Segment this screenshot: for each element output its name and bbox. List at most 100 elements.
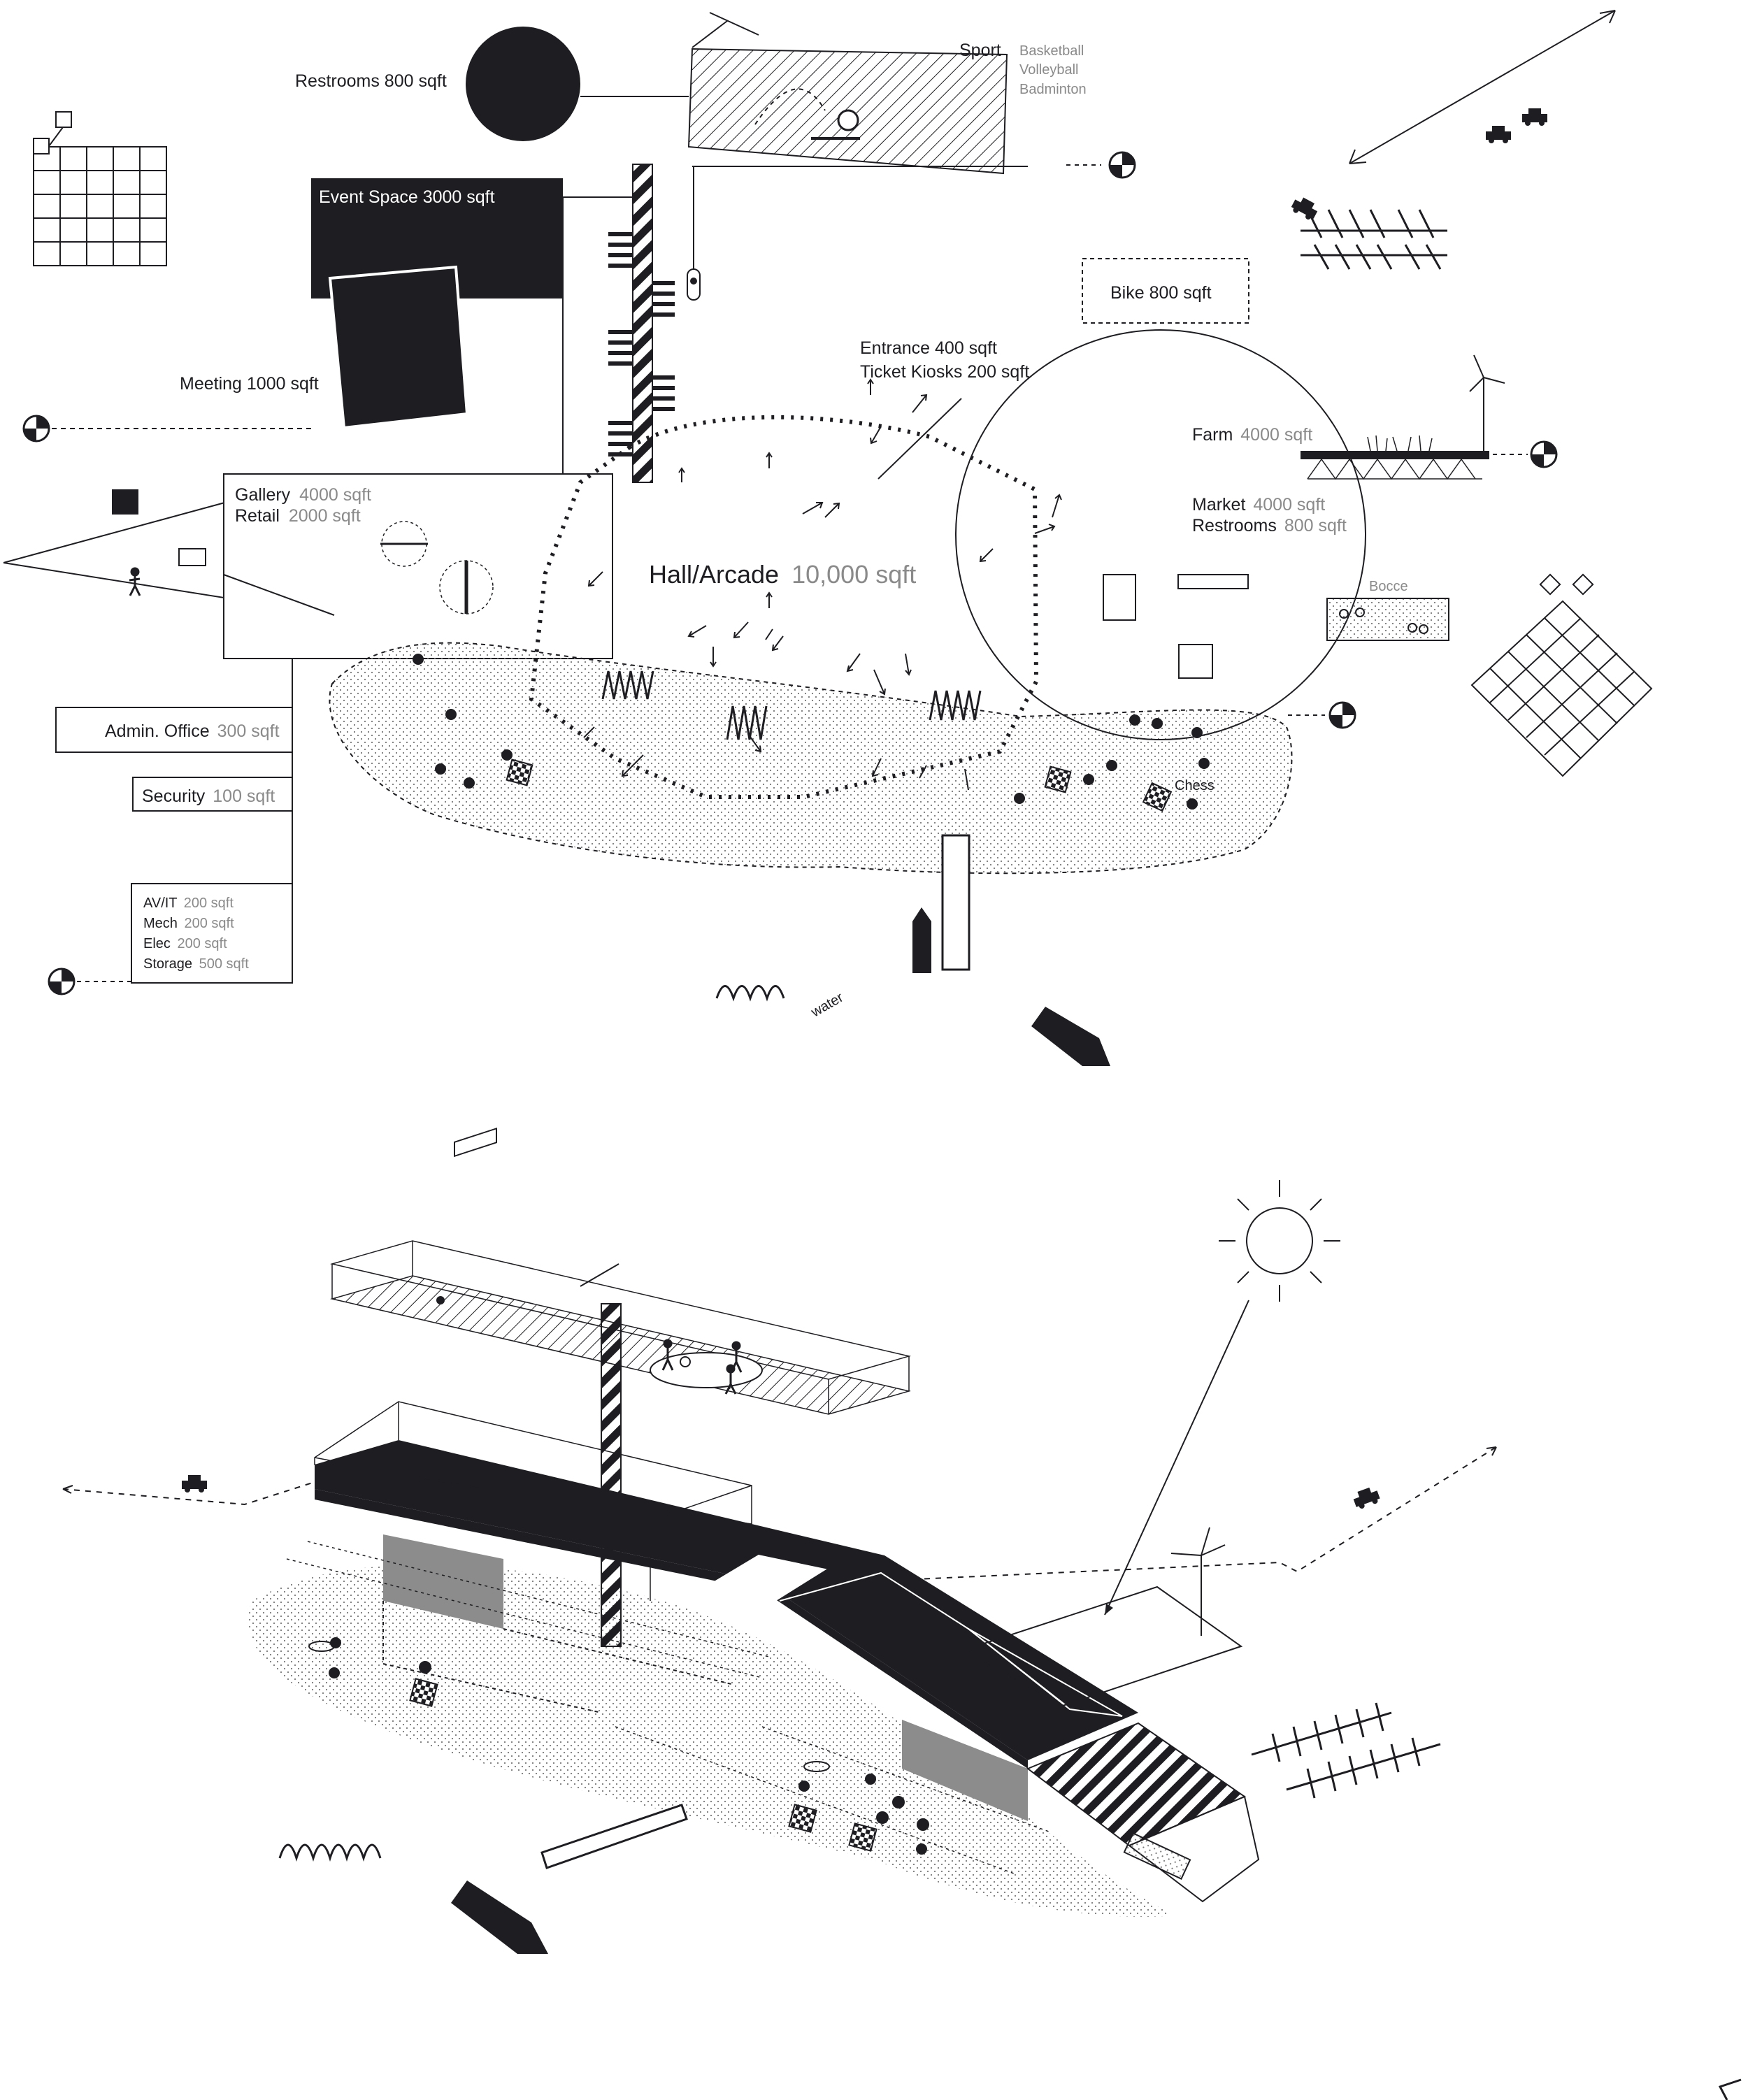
admin-area: 300 sqft xyxy=(217,721,280,741)
sport-item-badminton: Badminton xyxy=(1019,82,1087,97)
farm-name: Farm xyxy=(1192,425,1233,445)
chess-board-icon xyxy=(1044,765,1072,793)
retail-area: 2000 sqft xyxy=(289,506,361,526)
security-area: 100 sqft xyxy=(213,786,275,806)
gallery-name: Gallery xyxy=(235,485,291,505)
survey-marker-icon xyxy=(22,415,50,443)
parking-stalls xyxy=(1301,209,1447,270)
axo-undercroft xyxy=(383,1534,503,1629)
diamond-grid xyxy=(1470,573,1653,777)
market-area: 4000 sqft xyxy=(1253,495,1325,515)
survey-marker-icon xyxy=(1530,440,1558,468)
retail-name: Retail xyxy=(235,506,280,526)
market-restrooms-name: Restrooms xyxy=(1192,516,1277,535)
circulation-spine xyxy=(632,164,653,483)
farm-label: Farm 4000 sqft xyxy=(1192,425,1312,445)
service-elec-area: 200 sqft xyxy=(177,936,227,951)
admin-label: Admin. Office 300 sqft xyxy=(105,721,280,741)
meeting-label: Meeting 1000 sqft xyxy=(180,374,319,394)
axo-main-roof xyxy=(315,1440,1138,1760)
services-box xyxy=(131,883,293,984)
sport-item-volleyball: Volleyball xyxy=(1019,62,1079,78)
axo-dock-bar xyxy=(540,1804,688,1869)
program-plan: Restrooms 800 sqft Sport Basketball Voll… xyxy=(3,10,1653,1066)
chess-board-icon xyxy=(788,1804,817,1833)
plaza-ground xyxy=(329,642,1293,875)
service-elec-name: Elec xyxy=(143,936,171,951)
car-icon xyxy=(182,1475,207,1493)
gallery-label: Gallery 4000 sqft xyxy=(235,485,371,505)
ball-icon xyxy=(837,109,859,131)
gallery-area: 4000 sqft xyxy=(299,485,371,505)
admin-name: Admin. Office xyxy=(105,721,210,741)
market-restrooms-area: 800 sqft xyxy=(1284,516,1347,535)
chess-board-icon xyxy=(848,1822,877,1852)
chess-label: Chess xyxy=(1175,778,1215,793)
water-label: water xyxy=(808,990,847,1021)
wind-turbine-icon xyxy=(1469,354,1505,451)
security-name: Security xyxy=(142,786,206,806)
security-box xyxy=(132,777,293,812)
market-circle xyxy=(955,329,1366,740)
restrooms-circle xyxy=(466,27,580,141)
service-mech-area: 200 sqft xyxy=(184,916,234,931)
axo-spine-column xyxy=(601,1303,622,1647)
service-avit: AV/IT 200 sqft xyxy=(143,896,234,911)
event-space-label: Event Space 3000 sqft xyxy=(319,187,495,207)
seating-dots xyxy=(413,654,1210,810)
service-storage: Storage 500 sqft xyxy=(143,956,249,972)
retail-label: Retail 2000 sqft xyxy=(235,506,361,526)
entrance-label: Entrance 400 sqft xyxy=(860,338,997,358)
hall-area: 10,000 sqft xyxy=(791,560,916,589)
axo-ground xyxy=(248,1565,1175,1917)
car-icon xyxy=(1289,194,1320,222)
road-left xyxy=(62,1481,315,1506)
service-avit-area: 200 sqft xyxy=(184,896,234,911)
road-right xyxy=(901,1446,1497,1581)
service-mech-name: Mech xyxy=(143,916,178,931)
service-storage-area: 500 sqft xyxy=(199,956,250,972)
wind-turbine-icon xyxy=(1170,1527,1226,1636)
chess-board-icon xyxy=(1142,782,1173,812)
admin-office-box xyxy=(55,707,293,753)
survey-marker-icon xyxy=(48,968,76,995)
service-storage-name: Storage xyxy=(143,956,192,972)
circulation-arrows xyxy=(583,378,1062,791)
meeting-block xyxy=(328,265,469,430)
farm-truss xyxy=(1307,435,1482,480)
hall-name: Hall/Arcade xyxy=(649,560,779,589)
zigzag-marks xyxy=(601,670,982,740)
axo-roof-opening xyxy=(704,1554,827,1606)
pylon-outline xyxy=(941,834,970,971)
axonometric-view xyxy=(62,1127,1742,2100)
ticket-kiosks-label: Ticket Kiosks 200 sqft xyxy=(860,362,1029,382)
bocce-label: Bocce xyxy=(1369,579,1408,594)
axo-farm-plane xyxy=(963,1585,1243,1707)
survey-marker-icon xyxy=(1108,151,1136,179)
north-arrow-icon xyxy=(451,1880,548,1954)
corner-mark xyxy=(1718,2078,1742,2100)
pedestrian-icon xyxy=(129,567,141,596)
hall-label: Hall/Arcade 10,000 sqft xyxy=(649,560,916,589)
sport-item-basketball: Basketball xyxy=(1019,43,1084,59)
farm-deck xyxy=(1301,451,1489,459)
market-restrooms-label: Restrooms 800 sqft xyxy=(1192,516,1347,535)
security-label: Security 100 sqft xyxy=(142,786,275,806)
pedestrian-icon xyxy=(661,1339,743,1395)
axo-posts xyxy=(286,1541,1049,1874)
survey-marker-icon xyxy=(1328,701,1356,729)
grid-icon xyxy=(33,111,167,266)
car-icon xyxy=(1522,108,1547,126)
sport-title: Sport xyxy=(959,41,1001,60)
service-avit-name: AV/IT xyxy=(143,896,177,911)
service-elec: Elec 200 sqft xyxy=(143,936,227,951)
market-label: Market 4000 sqft xyxy=(1192,495,1325,515)
north-arrow-icon xyxy=(1031,1007,1110,1066)
car-icon xyxy=(1486,126,1511,143)
sun-icon xyxy=(1219,1180,1340,1302)
gallery-box xyxy=(223,473,613,659)
chess-board-icon xyxy=(506,758,533,786)
water-wave-icon xyxy=(278,1843,382,1862)
axo-parking xyxy=(1251,1702,1441,1799)
